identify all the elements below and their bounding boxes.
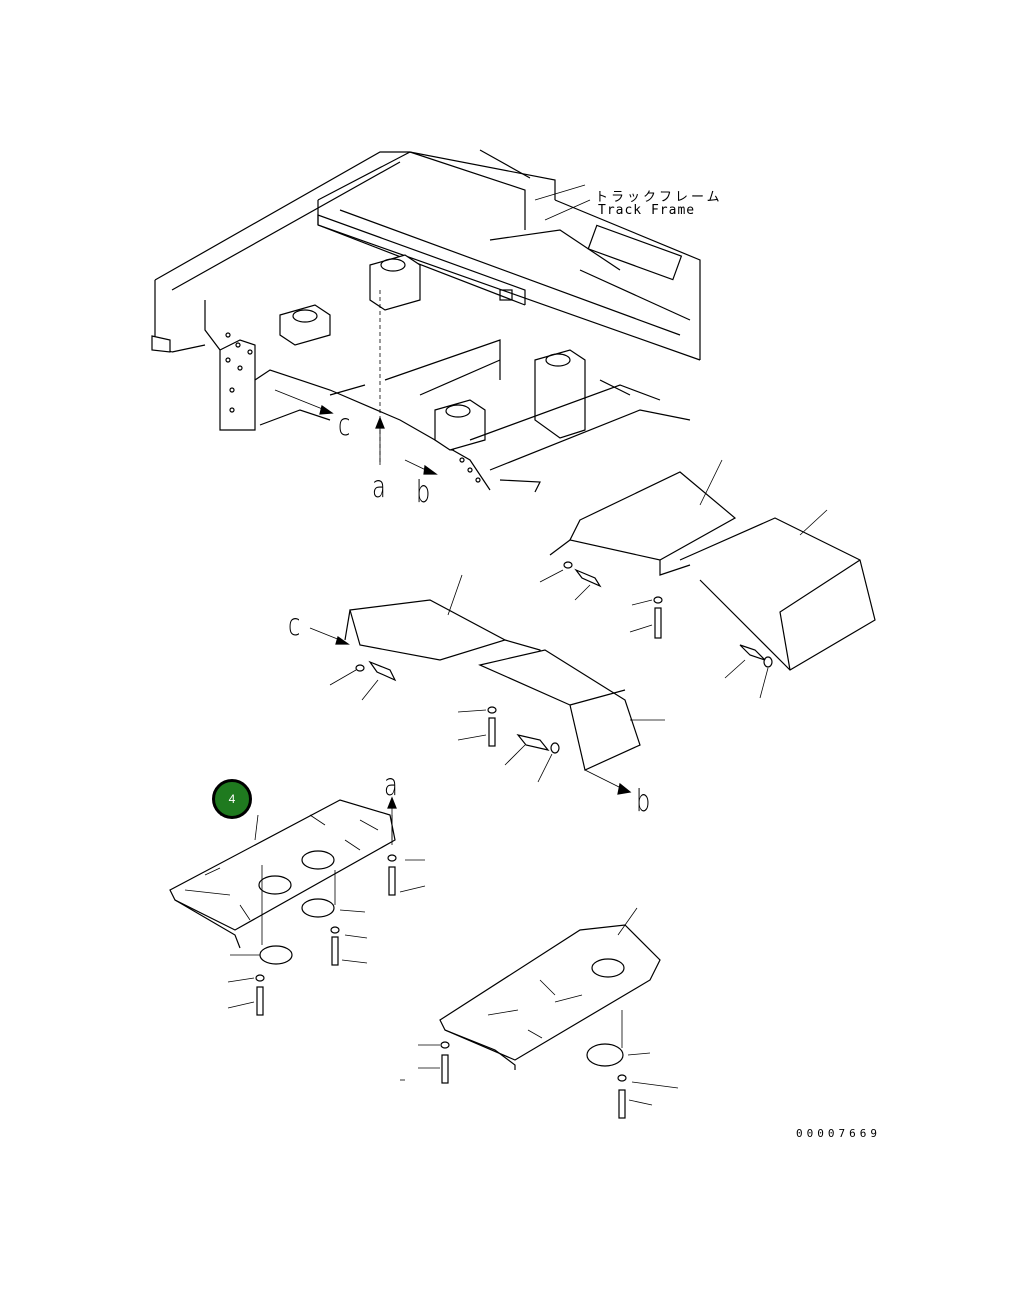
upper-right-covers: [539, 459, 876, 699]
view-letter-b-mid: b: [636, 784, 651, 819]
callout-balloon-4[interactable]: 4: [212, 779, 252, 819]
track-frame-label-en: Track Frame: [598, 203, 696, 218]
track-frame: [151, 149, 701, 493]
view-letter-b-top: b: [416, 475, 431, 510]
drawing-number: 00007669: [796, 1127, 881, 1140]
view-letter-a-bottom: a: [384, 768, 398, 803]
middle-covers: [309, 574, 665, 795]
view-letter-c-top: c: [338, 408, 351, 443]
view-letter-c-mid: c: [288, 608, 301, 643]
bottom-left-plate: [169, 796, 426, 1016]
track-frame-label-jp: トラックフレーム: [595, 190, 723, 205]
view-letter-a-top: a: [372, 470, 386, 505]
bottom-right-plate: [400, 907, 679, 1119]
